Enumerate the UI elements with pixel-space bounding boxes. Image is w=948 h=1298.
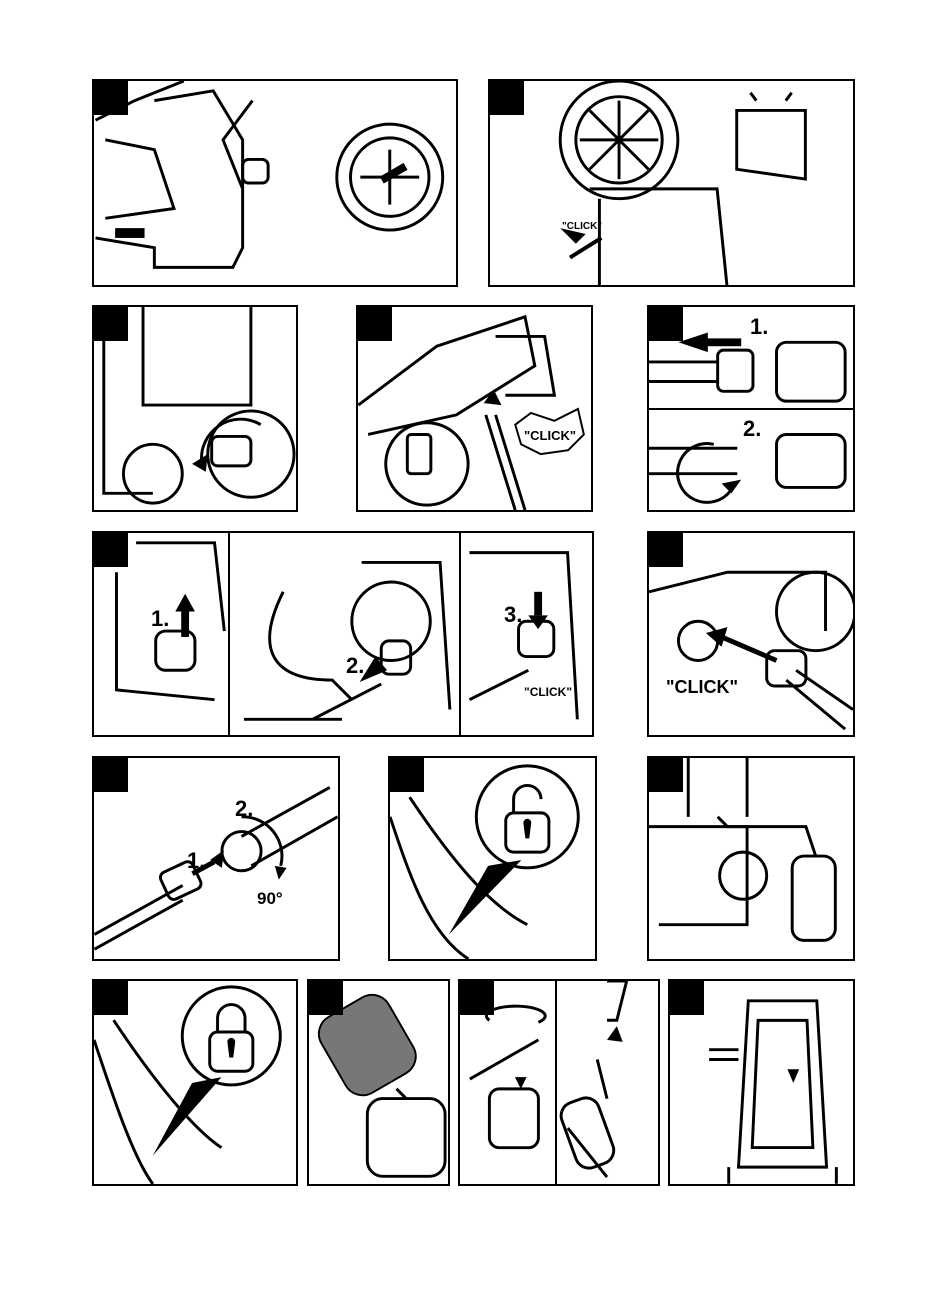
figure-number-tab bbox=[490, 81, 524, 115]
step-2-label: 2. bbox=[743, 416, 761, 442]
step-2-label: 2. bbox=[346, 653, 364, 679]
click-callout: "CLICK" bbox=[524, 685, 572, 699]
figure-panel-3 bbox=[92, 305, 298, 512]
figure-number-tab bbox=[649, 533, 683, 567]
figure-number-tab bbox=[94, 81, 128, 115]
figure-number-tab bbox=[94, 307, 128, 341]
figure-panel-8: 2. 1. 90° bbox=[92, 756, 340, 961]
figure-panel-5: 1. 2. bbox=[647, 305, 855, 512]
step-1-label: 1. bbox=[187, 848, 205, 874]
click-callout: "CLICK" bbox=[524, 428, 576, 443]
rotation-angle-label: 90° bbox=[257, 889, 283, 909]
step-1-label: 1. bbox=[151, 606, 169, 632]
figure-number-tab bbox=[460, 981, 494, 1015]
figure-panel-7: "CLICK" bbox=[647, 531, 855, 737]
trigger-gun-hose-illustration bbox=[94, 533, 592, 735]
figure-panel-13 bbox=[458, 979, 660, 1186]
figure-number-tab bbox=[390, 758, 424, 792]
click-callout: "CLICK" bbox=[666, 677, 738, 698]
figure-panel-12 bbox=[307, 979, 450, 1186]
figure-panel-10 bbox=[647, 756, 855, 961]
step-1-label: 1. bbox=[750, 314, 768, 340]
spray-gun-connection-illustration bbox=[358, 307, 591, 510]
figure-number-tab bbox=[94, 981, 128, 1015]
figure-panel-14 bbox=[668, 979, 855, 1186]
figure-number-tab bbox=[94, 533, 128, 567]
pump-and-cap-illustration bbox=[94, 81, 456, 285]
click-callout: "CLICK" bbox=[562, 221, 602, 232]
figure-panel-6: 1. 2. 3. "CLICK" bbox=[92, 531, 594, 737]
figure-number-tab bbox=[94, 758, 128, 792]
lance-attach-illustration bbox=[94, 758, 338, 959]
figure-number-tab bbox=[649, 307, 683, 341]
figure-number-tab bbox=[309, 981, 343, 1015]
figure-number-tab bbox=[670, 981, 704, 1015]
figure-panel-1 bbox=[92, 79, 458, 287]
step-2-label: 2. bbox=[235, 796, 253, 822]
wall-bracket-illustration bbox=[490, 81, 853, 285]
step-3-label: 3. bbox=[504, 602, 522, 628]
figure-panel-9 bbox=[388, 756, 597, 961]
figure-panel-2: "CLICK" bbox=[488, 79, 855, 287]
figure-number-tab bbox=[649, 758, 683, 792]
figure-panel-11 bbox=[92, 979, 298, 1186]
figure-number-tab bbox=[358, 307, 392, 341]
figure-panel-4: "CLICK" bbox=[356, 305, 593, 512]
